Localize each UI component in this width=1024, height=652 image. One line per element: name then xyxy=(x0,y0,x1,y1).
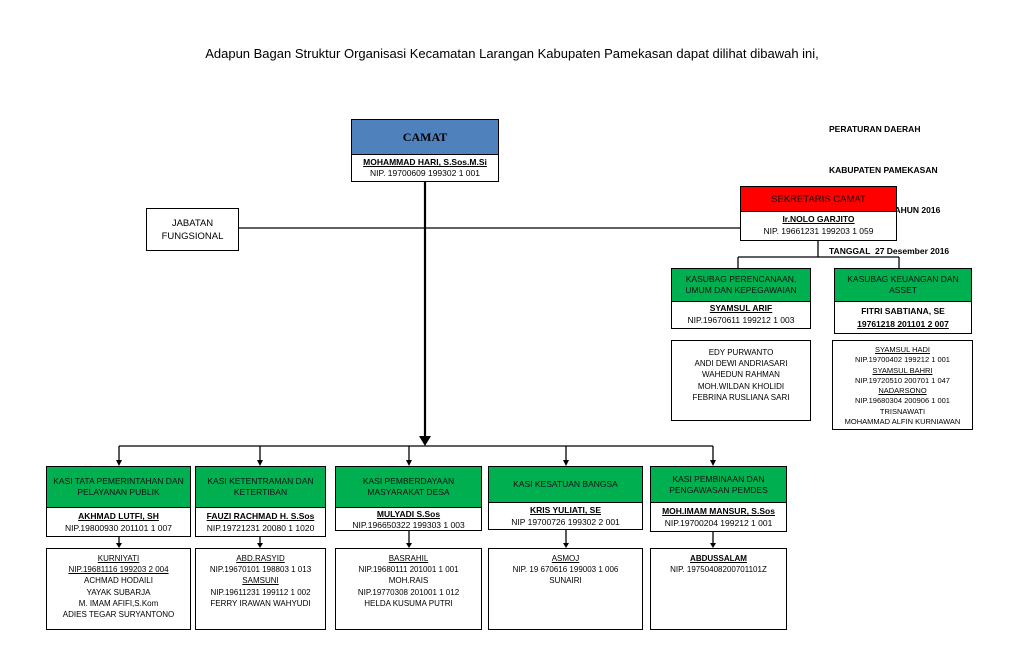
staff-nip: NIP.19720510 200701 1 047 xyxy=(855,375,950,385)
page-title: Adapun Bagan Struktur Organisasi Kecamat… xyxy=(205,46,819,61)
staff-name: M. IMAM AFIFI,S.Kom xyxy=(78,598,159,608)
kasi-pemberdayaan-staff-box: BASRAHIL NIP.19680111 201001 1 001 MOH.R… xyxy=(335,548,482,630)
kasi-name: KRIS YULIATI, SE xyxy=(529,505,601,515)
kasi-title: KASI KETENTRAMAN DAN KETERTIBAN xyxy=(196,467,325,508)
kasi-pembinaan-box: KASI PEMBINAAN DAN PENGAWASAN PEMDES MOH… xyxy=(650,466,787,532)
staff-nip: NIP.19611231 199112 1 002 xyxy=(210,587,311,597)
staff-name: MOH.WILDAN KHOLIDI xyxy=(697,381,785,391)
staff-nip: NIP.19680304 200906 1 001 xyxy=(855,396,950,406)
staff-name: WAHEDUN RAHMAN xyxy=(702,370,780,380)
regulation-line: KABUPATEN PAMEKASAN xyxy=(829,164,938,175)
arrowhead-staff-5 xyxy=(710,543,716,548)
arrowhead-kasi-3 xyxy=(406,460,412,466)
kasi-nip: NIP.19800930 201101 1 007 xyxy=(65,523,172,533)
staff-name: ABDUSSALAM xyxy=(690,554,747,563)
sekretaris-title: SEKRETARIS CAMAT xyxy=(741,187,896,212)
staff-name: ABD.RASYID xyxy=(236,554,285,563)
staff-name: ANDI DEWI ANDRIASARI xyxy=(694,359,788,369)
staff-name: SUNAIRI xyxy=(549,576,582,586)
staff-nip: NIP. 19750408200701101Z xyxy=(670,565,767,575)
kasi-name: AKHMAD LUTFI, SH xyxy=(78,511,159,521)
kasubag-keuangan-name: FITRI SABTIANA, SE xyxy=(861,306,945,316)
arrowhead-staff-2 xyxy=(257,543,263,548)
kasubag-keuangan-nip: 19761218 201101 2 007 xyxy=(857,319,949,329)
jabatan-fungsional-box: JABATAN FUNGSIONAL xyxy=(146,208,239,251)
kasi-title: KASI TATA PEMERINTAHAN DAN PELAYANAN PUB… xyxy=(47,467,190,508)
staff-name: HELDA KUSUMA PUTRI xyxy=(364,598,453,608)
kasi-name: MOH.IMAM MANSUR, S.Sos xyxy=(662,506,775,516)
kasubag-keuangan-staff-box: SYAMSUL HADI NIP.19700402 199212 1 001 S… xyxy=(832,340,973,430)
regulation-block: PERATURAN DAERAH KABUPATEN PAMEKASAN NOM… xyxy=(829,96,949,272)
kasi-tata-pemerintahan-box: KASI TATA PEMERINTAHAN DAN PELAYANAN PUB… xyxy=(46,466,191,537)
kasubag-umum-staff-box: EDY PURWANTO ANDI DEWI ANDRIASARI WAHEDU… xyxy=(671,340,811,421)
kasi-name: FAUZI RACHMAD H. S.Sos xyxy=(206,511,315,521)
staff-name: NADARSONO xyxy=(878,386,927,396)
camat-nip: NIP. 19700609 199302 1 001 xyxy=(370,168,480,178)
kasi-title: KASI KESATUAN BANGSA xyxy=(489,467,642,503)
camat-name: MOHAMMAD HARI, S.Sos.M.Si xyxy=(363,157,487,167)
staff-nip: NIP.19770308 201001 1 012 xyxy=(357,587,460,597)
staff-nip: NIP. 19 670616 199003 1 006 xyxy=(512,565,619,575)
kasubag-umum-box: KASUBAG PERENCANAAN, UMUM DAN KEPEGAWAIA… xyxy=(671,268,811,329)
kasi-ketentraman-staff-box: ABD.RASYID NIP.19670101 198803 1 013 SAM… xyxy=(195,548,326,630)
staff-name: ACHMAD HODAILI xyxy=(84,576,153,586)
kasi-pembinaan-staff-box: ABDUSSALAM NIP. 19750408200701101Z xyxy=(650,548,787,630)
staff-name: KURNIYATI xyxy=(97,554,140,563)
kasi-kesatuan-bangsa-box: KASI KESATUAN BANGSA KRIS YULIATI, SE NI… xyxy=(488,466,643,530)
kasi-nip: NIP 19700726 199302 2 001 xyxy=(511,517,620,527)
staff-name: FERRY IRAWAN WAHYUDI xyxy=(210,598,311,608)
kasubag-umum-title: KASUBAG PERENCANAAN, UMUM DAN KEPEGAWAIA… xyxy=(672,269,810,302)
sekretaris-box: SEKRETARIS CAMAT Ir.NOLO GARJITO NIP. 19… xyxy=(740,186,897,241)
staff-name: SYAMSUL HADI xyxy=(874,345,930,354)
staff-nip: NIP.19680111 201001 1 001 xyxy=(358,565,459,575)
staff-name: FEBRINA RUSLIANA SARI xyxy=(692,392,790,402)
staff-name: SAMSUNI xyxy=(242,576,279,586)
staff-nip: NIP.19681116 199203 2 004 xyxy=(68,565,169,575)
kasi-nip: NIP.196650322 199303 1 003 xyxy=(352,520,465,530)
staff-name: EDY PURWANTO xyxy=(708,348,774,357)
sekretaris-name: Ir.NOLO GARJITO xyxy=(782,214,855,224)
arrowhead-staff-1 xyxy=(116,543,122,548)
staff-name: YAYAK SUBARJA xyxy=(86,587,151,597)
kasi-tata-pemerintahan-staff-box: KURNIYATI NIP.19681116 199203 2 004 ACHM… xyxy=(46,548,191,630)
camat-title: CAMAT xyxy=(352,120,498,155)
kasi-nip: NIP.19721231 20080 1 1020 xyxy=(206,523,315,533)
kasi-pemberdayaan-box: KASI PEMBERDAYAAN MASYARAKAT DESA MULYAD… xyxy=(335,466,482,531)
kasi-name: MULYADI S.Sos xyxy=(376,509,441,519)
arrowhead-main xyxy=(419,436,431,446)
arrowhead-kasi-4 xyxy=(563,460,569,466)
staff-name: ADIES TEGAR SURYANTONO xyxy=(62,610,175,620)
kasubag-keuangan-title: KASUBAG KEUANGAN DAN ASSET xyxy=(835,269,971,302)
kasi-title: KASI PEMBINAAN DAN PENGAWASAN PEMDES xyxy=(651,467,786,503)
kasi-ketentraman-box: KASI KETENTRAMAN DAN KETERTIBAN FAUZI RA… xyxy=(195,466,326,537)
regulation-line: TANGGAL 27 Desember 2016 xyxy=(829,245,950,256)
kasi-nip: NIP.19700204 199212 1 001 xyxy=(664,518,773,528)
staff-nip: NIP.19700402 199212 1 001 xyxy=(855,355,950,365)
staff-name: TRISNAWATI xyxy=(879,406,926,416)
regulation-line: PERATURAN DAERAH xyxy=(829,124,921,134)
arrowhead-kasi-2 xyxy=(257,460,263,466)
kasubag-umum-name: SYAMSUL ARIF xyxy=(709,303,773,313)
staff-name: ASMOJ xyxy=(551,554,580,563)
staff-name: BASRAHIL xyxy=(388,554,429,563)
kasi-title: KASI PEMBERDAYAAN MASYARAKAT DESA xyxy=(336,467,481,508)
arrowhead-kasi-1 xyxy=(116,460,122,466)
arrowhead-kasi-5 xyxy=(710,460,716,466)
staff-nip: NIP.19670101 198803 1 013 xyxy=(209,565,312,575)
kasi-kesatuan-bangsa-staff-box: ASMOJ NIP. 19 670616 199003 1 006 SUNAIR… xyxy=(488,548,643,630)
sekretaris-nip: NIP. 19661231 199203 1 059 xyxy=(763,226,874,236)
staff-name: MOH.RAIS xyxy=(388,576,429,586)
kasubag-umum-nip: NIP.19670611 199212 1 003 xyxy=(687,315,795,325)
staff-name: MOHAMMAD ALFIN KURNIAWAN xyxy=(844,417,961,427)
arrowhead-staff-4 xyxy=(563,543,569,548)
kasubag-keuangan-box: KASUBAG KEUANGAN DAN ASSET FITRI SABTIAN… xyxy=(834,268,972,334)
arrowhead-staff-3 xyxy=(406,543,412,548)
staff-name: SYAMSUL BAHRI xyxy=(872,365,933,375)
camat-box: CAMAT MOHAMMAD HARI, S.Sos.M.Si NIP. 197… xyxy=(351,119,499,182)
